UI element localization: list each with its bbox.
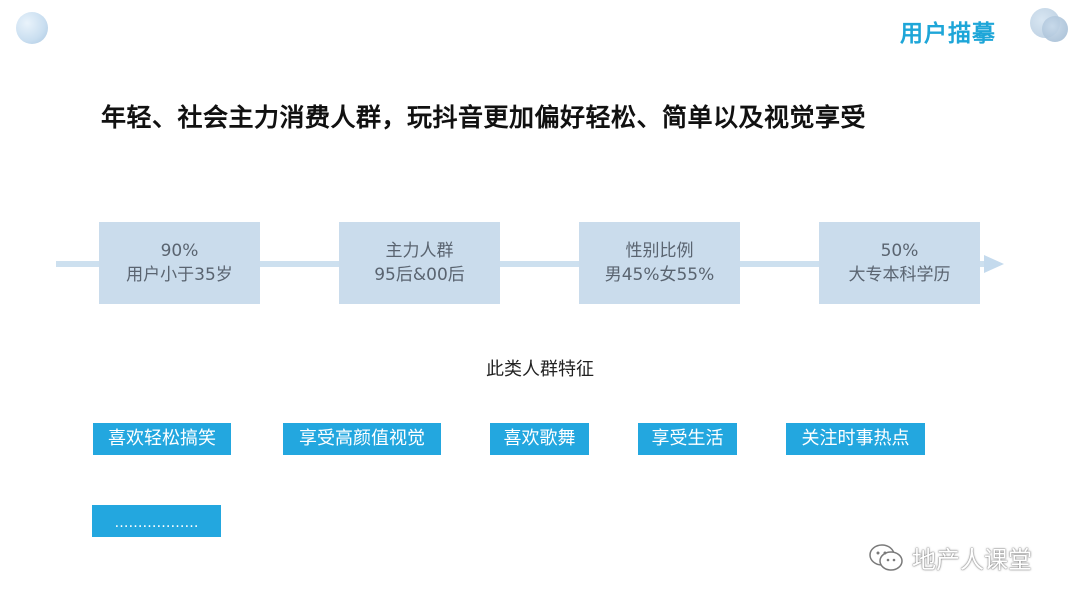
timeline-box-value: 50%: [880, 241, 919, 261]
timeline-box-gender: 性别比例 男45%女55%: [579, 222, 740, 304]
decorative-circle-top-right-overlap: [1042, 16, 1068, 42]
trait-tag: 享受高颜值视觉: [283, 423, 441, 455]
timeline-box-age: 90% 用户小于35岁: [99, 222, 260, 304]
trait-tag: 喜欢歌舞: [490, 423, 589, 455]
timeline-box-main-group: 主力人群 95后&00后: [339, 222, 500, 304]
watermark-text: 地产人课堂: [912, 546, 1032, 574]
timeline-box-value: 90%: [160, 241, 199, 261]
timeline-arrow-icon: [984, 255, 1004, 273]
timeline-box-label: 男45%女55%: [604, 265, 715, 285]
section-title: 用户描摹: [900, 21, 996, 47]
trait-tag: 喜欢轻松搞笑: [93, 423, 231, 455]
traits-title: 此类人群特征: [486, 359, 594, 380]
timeline-box-label: 大专本科学历: [848, 265, 951, 285]
timeline-box-label: 用户小于35岁: [126, 265, 233, 285]
watermark: 地产人课堂: [868, 540, 1032, 575]
trait-tag: 关注时事热点: [786, 423, 925, 455]
headline: 年轻、社会主力消费人群，玩抖音更加偏好轻松、简单以及视觉享受: [101, 103, 867, 132]
wechat-icon: [869, 543, 903, 571]
trait-tag: 享受生活: [638, 423, 737, 455]
timeline-box-education: 50% 大专本科学历: [819, 222, 980, 304]
timeline-box-label: 95后&00后: [374, 265, 465, 285]
decorative-circle-top-left: [16, 12, 48, 44]
timeline-box-value: 主力人群: [385, 241, 454, 261]
timeline-line: [56, 261, 986, 267]
timeline-box-value: 性别比例: [625, 241, 694, 261]
trait-tag-more: ………………: [92, 505, 221, 537]
